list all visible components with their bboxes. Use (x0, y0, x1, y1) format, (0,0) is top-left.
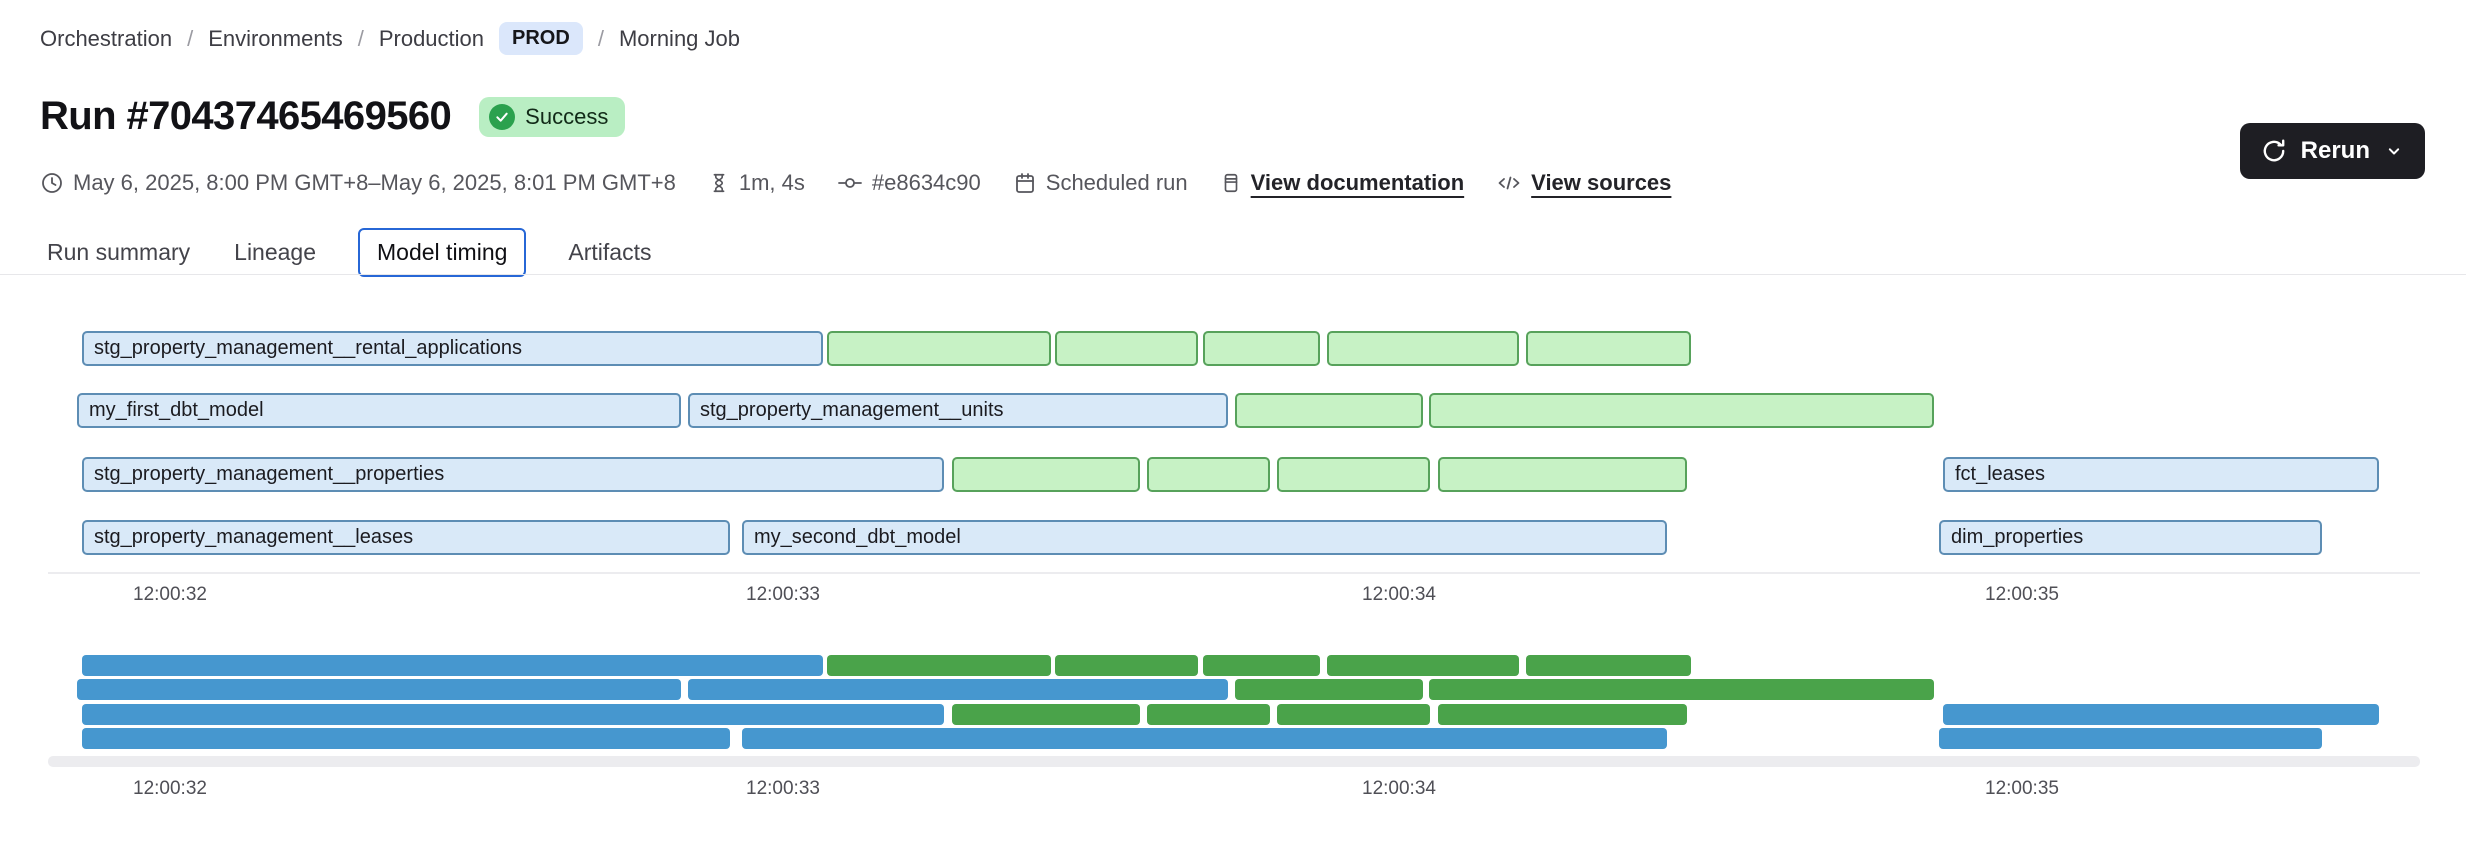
minimap-bar (1429, 679, 1934, 700)
minimap-bar (742, 728, 1667, 749)
gantt-bar-label: my_second_dbt_model (754, 526, 961, 548)
gantt-bar-label: stg_property_management__leases (94, 526, 414, 548)
gantt-bar-stg-property-management-units[interactable]: stg_property_management__units (688, 393, 1228, 428)
chevron-down-icon (2384, 141, 2404, 161)
gantt-bar[interactable] (1429, 393, 1934, 428)
axis-tick-label: 12:00:34 (1362, 778, 1436, 799)
gantt-bar[interactable] (1526, 331, 1691, 366)
check-icon (489, 103, 516, 130)
gantt-bar-label: my_first_dbt_model (89, 399, 264, 421)
minimap-bar (1235, 679, 1423, 700)
commit-hash: #e8634c90 (837, 170, 981, 196)
calendar-icon (1013, 171, 1037, 195)
axis-tick-label: 12:00:35 (1985, 584, 2059, 605)
title-row: Run #70437465469560 Success (40, 94, 626, 139)
tab-model-timing[interactable]: Model timing (358, 228, 527, 277)
run-time-range: May 6, 2025, 8:00 PM GMT+8–May 6, 2025, … (40, 170, 676, 196)
axis-tick-label: 12:00:32 (133, 584, 207, 605)
commit-icon (837, 171, 863, 195)
gantt-bar-fct-leases[interactable]: fct_leases (1943, 457, 2379, 492)
minimap-bar (952, 704, 1140, 725)
status-badge-label: Success (525, 103, 609, 129)
minimap-bar (1526, 655, 1691, 676)
minimap-bar (82, 728, 730, 749)
axis-tick-label: 12:00:33 (746, 778, 820, 799)
minimap-bar (1277, 704, 1430, 725)
minimap-bar (1939, 728, 2322, 749)
run-trigger: Scheduled run (1013, 170, 1188, 196)
breadcrumb-item-morning-job: Morning Job (618, 25, 741, 51)
tab-lineage[interactable]: Lineage (234, 239, 317, 265)
minimap-bar (1438, 704, 1687, 725)
minimap-bar (1147, 704, 1270, 725)
gantt-bar-label: dim_properties (1951, 526, 2084, 548)
gantt-bar[interactable] (1203, 331, 1320, 366)
breadcrumb-item-production[interactable]: Production (378, 25, 485, 51)
gantt-bar-my-first-dbt-model[interactable]: my_first_dbt_model (77, 393, 681, 428)
gantt-bar-stg-property-management-properties[interactable]: stg_property_management__properties (82, 457, 944, 492)
breadcrumb-separator: / (357, 25, 364, 51)
gantt-bar[interactable] (1235, 393, 1423, 428)
minimap-bar (688, 679, 1228, 700)
breadcrumb-separator: / (597, 25, 604, 51)
minimap-bar (827, 655, 1051, 676)
gantt-bar-label: stg_property_management__rental_applicat… (94, 337, 523, 359)
gantt-bar-my-second-dbt-model[interactable]: my_second_dbt_model (742, 520, 1667, 555)
gantt-bar[interactable] (1327, 331, 1519, 366)
minimap-bar (1943, 704, 2379, 725)
gantt-bar[interactable] (1055, 331, 1198, 366)
breadcrumb-separator: / (187, 25, 194, 51)
document-icon (1220, 171, 1242, 195)
refresh-icon (2261, 138, 2287, 164)
gantt-bar-label: fct_leases (1955, 463, 2046, 485)
breadcrumb-item-environments[interactable]: Environments (208, 25, 343, 51)
minimap-bar (82, 655, 823, 676)
minimap-bar (77, 679, 681, 700)
axis-tick-label: 12:00:35 (1985, 778, 2059, 799)
run-duration: 1m, 4s (708, 170, 805, 196)
tab-artifacts[interactable]: Artifacts (568, 239, 652, 265)
view-documentation-link[interactable]: View documentation (1220, 170, 1464, 196)
gantt-bar[interactable] (827, 331, 1051, 366)
gantt-bar-stg-property-management-rental-applications[interactable]: stg_property_management__rental_applicat… (82, 331, 823, 366)
axis-tick-label: 12:00:33 (746, 584, 820, 605)
gantt-bar-label: stg_property_management__properties (94, 463, 445, 485)
gantt-bar[interactable] (1277, 457, 1430, 492)
clock-icon (40, 171, 64, 195)
hourglass-icon (708, 171, 730, 195)
page-title: Run #70437465469560 (40, 94, 452, 138)
status-badge: Success (479, 96, 626, 137)
environment-badge: PROD (499, 22, 583, 55)
gantt-bar[interactable] (952, 457, 1140, 492)
gantt-bar-stg-property-management-leases[interactable]: stg_property_management__leases (82, 520, 730, 555)
scrollbar-track[interactable] (48, 756, 2420, 767)
minimap-bar (82, 704, 944, 725)
tab-bar: Run summary Lineage Model timing Artifacts (45, 228, 653, 277)
breadcrumb-item-orchestration[interactable]: Orchestration (40, 25, 173, 51)
minimap-bar (1203, 655, 1320, 676)
gantt-bar-dim-properties[interactable]: dim_properties (1939, 520, 2322, 555)
minimap-bar (1327, 655, 1519, 676)
gantt-bar[interactable] (1147, 457, 1270, 492)
tab-run-summary[interactable]: Run summary (47, 239, 191, 265)
gantt-bar-label: stg_property_management__units (700, 399, 1004, 421)
gantt-bar[interactable] (1438, 457, 1687, 492)
rerun-button[interactable]: Rerun (2239, 123, 2425, 179)
breadcrumb: Orchestration / Environments / Production PRO… (40, 22, 740, 55)
run-metadata: May 6, 2025, 8:00 PM GMT+8–May 6, 2025, … (40, 170, 1671, 196)
axis-tick-label: 12:00:32 (133, 778, 207, 799)
minimap-bar (1055, 655, 1198, 676)
axis-tick-label: 12:00:34 (1362, 584, 1436, 605)
tab-divider (0, 274, 2466, 275)
rerun-button-label: Rerun (2300, 137, 2370, 164)
code-icon (1496, 171, 1522, 195)
chart-axis-line (48, 572, 2420, 574)
view-sources-link[interactable]: View sources (1496, 170, 1671, 196)
